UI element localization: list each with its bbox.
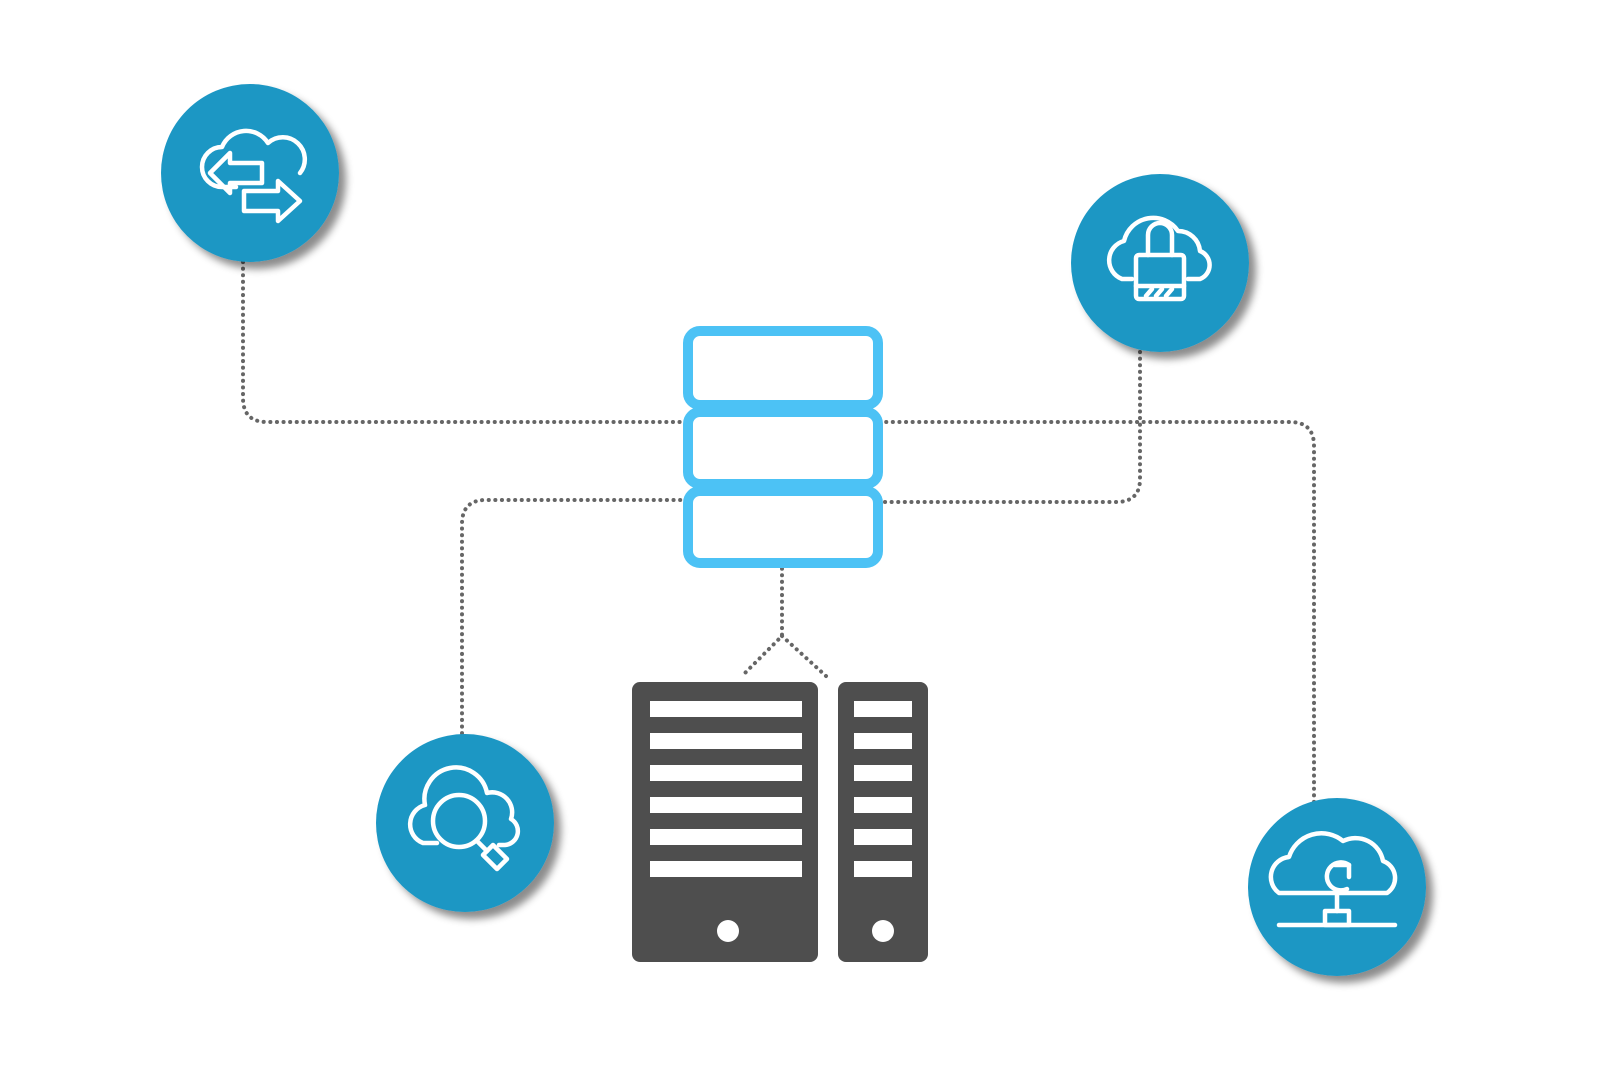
cloud-transfer-node [161, 84, 339, 262]
database-stack-icon [683, 326, 883, 568]
cloud-search-node [376, 734, 554, 912]
connector-lines [241, 260, 1316, 810]
connector-lock-to-database [871, 350, 1142, 504]
connector-database-to-sync [871, 420, 1316, 810]
server-right-power-light [872, 920, 894, 942]
server-right-slots [854, 701, 912, 877]
server-tower-icon [632, 682, 928, 962]
cloud-lock-icon [1106, 215, 1212, 302]
cloud-search-icon [407, 765, 521, 872]
server-left-slots [650, 701, 802, 877]
server-left-power-light [717, 920, 739, 942]
connector-database-to-server [740, 560, 828, 678]
cloud-sync-network-node [1248, 798, 1426, 976]
connector-database-to-search [460, 498, 702, 744]
connector-transfer-to-database [241, 260, 702, 424]
cloud-lock-node [1071, 174, 1249, 352]
cloud-transfer-icon [199, 128, 308, 224]
cloud-sync-network-icon [1268, 831, 1398, 928]
